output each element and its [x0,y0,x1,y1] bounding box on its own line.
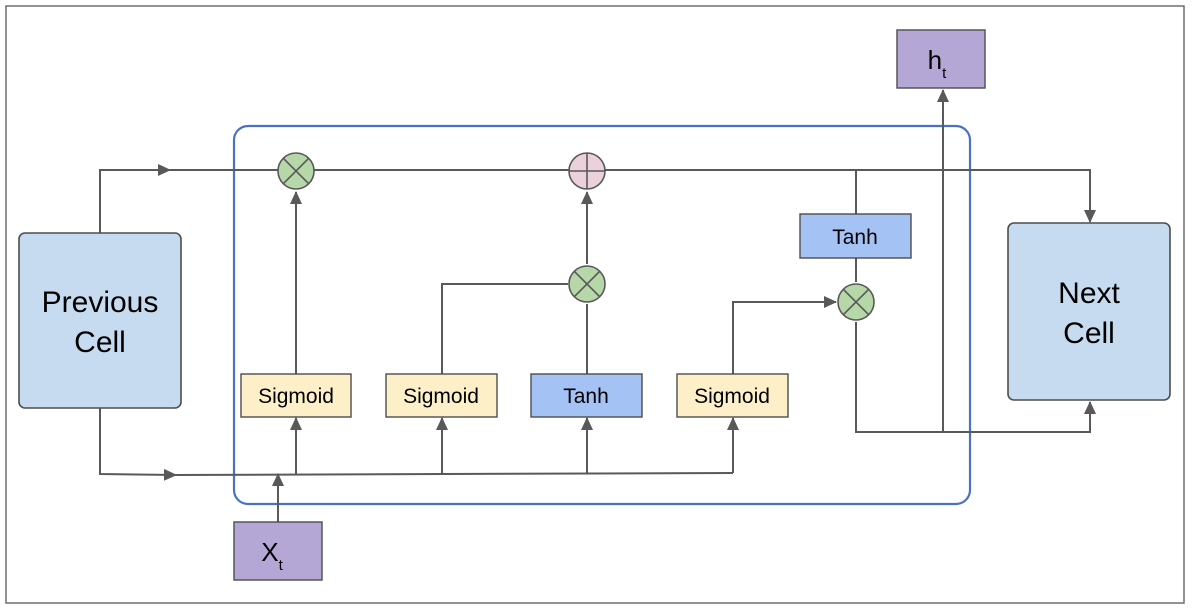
previous-cell-box: Previous Cell [18,232,182,409]
sigmoid-gate-3: Sigmoid [676,373,789,418]
output-label: h [928,45,942,75]
next-cell-label-line2: Cell [1063,317,1115,350]
tanh-output-box: Tanh [799,213,912,259]
plus-circle-icon [568,152,606,190]
input-xt-box: Xt [233,521,323,581]
output-ht-box: ht [896,29,986,89]
multiply-circle-icon [568,265,606,303]
next-cell-box: Next Cell [1007,222,1171,401]
input-subscript: t [279,557,284,574]
line-input-gate [441,283,568,374]
next-cell-label-line1: Next [1058,277,1120,310]
multiply-circle-icon [837,283,875,321]
previous-cell-label-line2: Cell [74,326,126,359]
multiply-circle-icon [277,152,315,190]
sigmoid-3-label: Sigmoid [694,385,770,408]
input-label: X [261,537,278,567]
hidden-state-line-in [99,408,177,481]
svg-text:ht: ht [928,45,947,82]
tanh-gate: Tanh [530,373,643,418]
lstm-cell-boundary [232,124,972,506]
tanh-output-label: Tanh [832,226,878,249]
sigmoid-1-label: Sigmoid [258,385,334,408]
cell-state-line-in [99,164,171,233]
output-subscript: t [942,65,947,82]
sigmoid-gate-1: Sigmoid [240,373,352,418]
svg-text:Xt: Xt [261,537,283,574]
arrow-output-gate [732,296,837,374]
sigmoid-2-label: Sigmoid [403,385,479,408]
cell-state-line [165,169,1096,223]
previous-cell-label-line1: Previous [42,286,159,319]
tanh-gate-label: Tanh [563,385,609,408]
hidden-state-line [169,472,734,476]
sigmoid-gate-2: Sigmoid [385,373,498,418]
arrow-to-next-cell-bottom [855,322,1096,433]
